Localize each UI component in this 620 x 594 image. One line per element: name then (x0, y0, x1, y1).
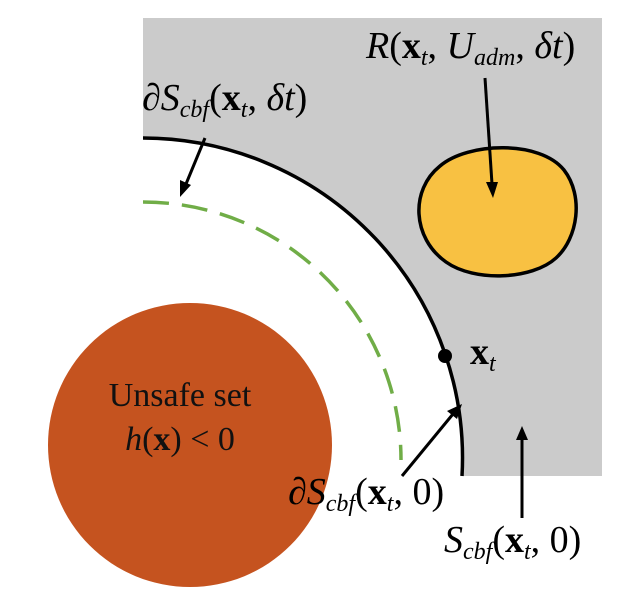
state-subscript: t (387, 491, 395, 517)
reachable-set-blob (417, 146, 578, 278)
comma: , (531, 519, 550, 561)
admissible-subscript: adm (474, 45, 515, 71)
state-x-symbol: x (470, 331, 489, 373)
paren-open: ( (209, 77, 222, 119)
cbf-subscript: cbf (463, 539, 496, 565)
reach-set-arrow (483, 77, 494, 185)
paren-close: ) (170, 421, 181, 458)
safe-set-arrowhead (516, 426, 528, 440)
cbf-boundary-solid (142, 136, 465, 477)
delta-t-symbol: δt (266, 77, 296, 119)
state-x-symbol: x (402, 25, 421, 67)
unsafe-set-title: Unsafe set (109, 377, 252, 414)
paren-open: ( (492, 519, 505, 561)
paren-open: ( (355, 471, 368, 513)
paren-close: ) (431, 471, 444, 513)
unsafe-set-circle (48, 303, 332, 587)
state-subscript: t (524, 539, 532, 565)
reach-set-arrowhead (486, 182, 498, 198)
comma: , (247, 77, 266, 119)
arrows (180, 77, 528, 518)
s-symbol: S (307, 471, 326, 513)
state-subscript: t (241, 97, 249, 123)
paren-close: ) (563, 25, 576, 67)
delta-t-symbol: δt (534, 25, 564, 67)
state-x-symbol: x (505, 519, 524, 561)
h-symbol: h (125, 421, 142, 458)
s-symbol: S (161, 77, 180, 119)
state-point (438, 349, 452, 363)
safe-set-label: Scbf(xt, 0) (444, 519, 581, 565)
reachable-set-label: R(xt, Uadm, δt) (365, 25, 575, 71)
solid-boundary-arrowhead (447, 404, 462, 419)
paren-open: ( (142, 421, 153, 458)
script-r-symbol: R (365, 25, 389, 67)
s-symbol: S (444, 519, 463, 561)
comma: , (515, 25, 534, 67)
state-subscript: t (489, 351, 497, 377)
zero: 0 (412, 471, 431, 513)
paren-open: ( (389, 25, 402, 67)
paren-close: ) (569, 519, 582, 561)
x-symbol: x (153, 421, 170, 458)
state-subscript: t (421, 45, 429, 71)
paren-close: ) (295, 77, 308, 119)
comma: , (393, 471, 412, 513)
inequality: < 0 (182, 421, 235, 458)
script-u-symbol: U (447, 25, 477, 67)
comma: , (428, 25, 447, 67)
state-x-symbol: x (222, 77, 241, 119)
dashed-boundary-label: ∂Scbf(xt, δt) (142, 77, 307, 123)
unsafe-set-condition: h(x) < 0 (125, 421, 235, 458)
solid-boundary-label: ∂Scbf(xt, 0) (288, 471, 444, 517)
dashed-boundary-arrow (184, 137, 207, 185)
cbf-subscript: cbf (326, 491, 359, 517)
dashed-boundary-arrowhead (180, 180, 191, 197)
cbf-subscript: cbf (180, 97, 213, 123)
state-label: xt (470, 331, 497, 377)
state-x-symbol: x (368, 471, 387, 513)
solid-boundary-arrow (400, 413, 455, 477)
cbf-boundary-dashed (142, 200, 403, 461)
zero: 0 (550, 519, 569, 561)
partial-symbol: ∂ (288, 471, 307, 513)
partial-symbol: ∂ (142, 77, 161, 119)
